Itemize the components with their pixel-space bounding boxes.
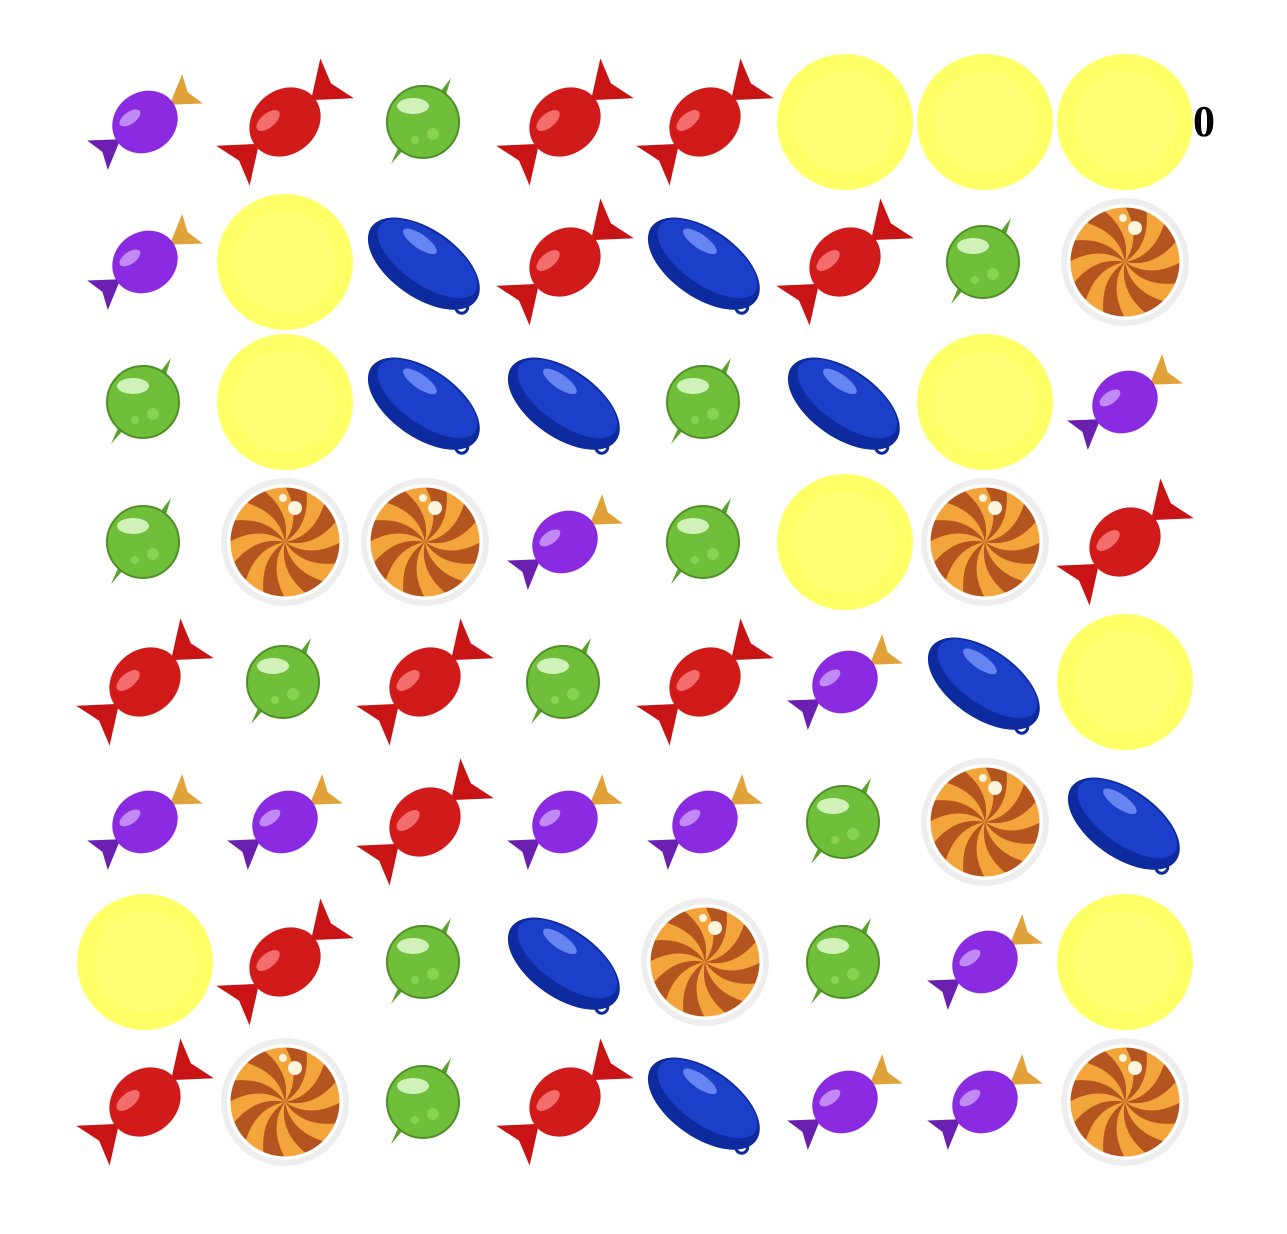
- board-cell[interactable]: [215, 192, 355, 332]
- board-cell[interactable]: [215, 52, 355, 192]
- board-cell[interactable]: [355, 1032, 495, 1172]
- board-cell[interactable]: [215, 612, 355, 752]
- board-cell[interactable]: [75, 892, 215, 1032]
- board-cell[interactable]: [915, 332, 1055, 472]
- board-cell[interactable]: [635, 192, 775, 332]
- board-cell[interactable]: [915, 192, 1055, 332]
- board-cell[interactable]: [75, 752, 215, 892]
- board-cell[interactable]: [215, 892, 355, 1032]
- board-cell[interactable]: [1055, 612, 1195, 752]
- board-cell[interactable]: [1055, 52, 1195, 192]
- board-cell[interactable]: [75, 1032, 215, 1172]
- board-cell[interactable]: [1055, 192, 1195, 332]
- board-cell[interactable]: [915, 892, 1055, 1032]
- board-cell[interactable]: [1055, 472, 1195, 612]
- board-cell[interactable]: [635, 752, 775, 892]
- board-cell[interactable]: [215, 1032, 355, 1172]
- board-cell[interactable]: [355, 752, 495, 892]
- board-cell[interactable]: [495, 472, 635, 612]
- board-cell[interactable]: [215, 752, 355, 892]
- board-cell[interactable]: [915, 612, 1055, 752]
- board-cell[interactable]: [75, 472, 215, 612]
- board-cell[interactable]: [495, 332, 635, 472]
- board-cell[interactable]: [75, 52, 215, 192]
- board-cell[interactable]: [915, 472, 1055, 612]
- board-cell[interactable]: [635, 1032, 775, 1172]
- board-cell[interactable]: [495, 892, 635, 1032]
- board-cell[interactable]: [635, 332, 775, 472]
- board-cell[interactable]: [1055, 892, 1195, 1032]
- board-cell[interactable]: [775, 52, 915, 192]
- board-cell[interactable]: [775, 1032, 915, 1172]
- board-cell[interactable]: [355, 332, 495, 472]
- board-cell[interactable]: [355, 612, 495, 752]
- board-cell[interactable]: [915, 1032, 1055, 1172]
- board-cell[interactable]: [495, 612, 635, 752]
- board-cell[interactable]: [75, 612, 215, 752]
- board-cell[interactable]: [915, 752, 1055, 892]
- board-cell[interactable]: [1055, 752, 1195, 892]
- board-cell[interactable]: [775, 892, 915, 1032]
- board-cell[interactable]: [775, 332, 915, 472]
- board-cell[interactable]: [215, 472, 355, 612]
- board-cell[interactable]: [775, 192, 915, 332]
- board-cell[interactable]: [75, 332, 215, 472]
- candy-board: [75, 52, 1195, 1172]
- board-cell[interactable]: [775, 472, 915, 612]
- board-cell[interactable]: [775, 612, 915, 752]
- board-cell[interactable]: [915, 52, 1055, 192]
- board-cell[interactable]: [495, 52, 635, 192]
- board-cell[interactable]: [635, 472, 775, 612]
- score-display: 0: [1193, 97, 1215, 146]
- board-cell[interactable]: [635, 892, 775, 1032]
- board-cell[interactable]: [635, 52, 775, 192]
- board-cell[interactable]: [1055, 1032, 1195, 1172]
- board-cell[interactable]: [495, 1032, 635, 1172]
- board-cell[interactable]: [355, 472, 495, 612]
- board-cell[interactable]: [495, 752, 635, 892]
- board-cell[interactable]: [635, 612, 775, 752]
- board-cell[interactable]: [495, 192, 635, 332]
- board-cell[interactable]: [75, 192, 215, 332]
- board-cell[interactable]: [1055, 332, 1195, 472]
- board-cell[interactable]: [775, 752, 915, 892]
- board-cell[interactable]: [355, 192, 495, 332]
- board-cell[interactable]: [355, 892, 495, 1032]
- board-cell[interactable]: [355, 52, 495, 192]
- board-cell[interactable]: [215, 332, 355, 472]
